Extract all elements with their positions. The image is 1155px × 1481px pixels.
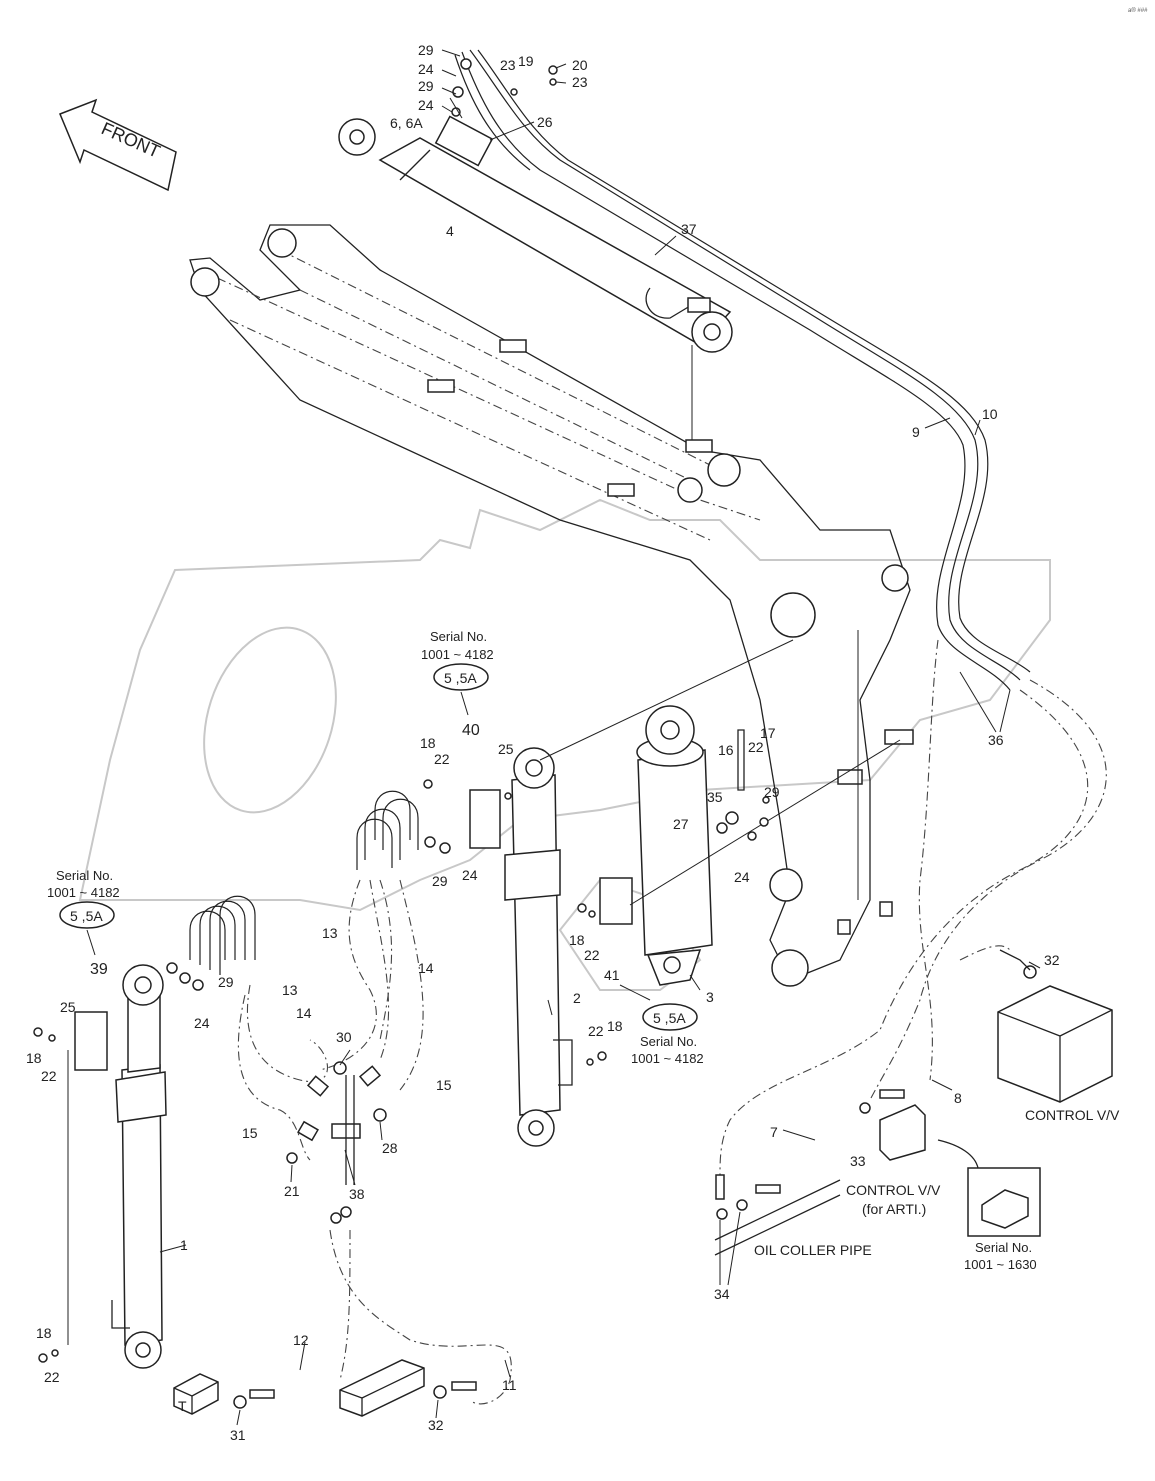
part-label: 29: [764, 784, 780, 800]
part-label: 6, 6A: [390, 115, 423, 131]
part-label: 24: [418, 61, 434, 77]
part-label: 14: [418, 960, 434, 976]
part-label: 15: [242, 1125, 258, 1141]
part-label: 24: [734, 869, 750, 885]
control-valve-caption: CONTROL V/V: [1025, 1107, 1120, 1123]
part-label: 2: [573, 990, 581, 1006]
serial-label: Serial No.: [640, 1034, 697, 1049]
part-label: 41: [604, 967, 620, 983]
part-label: 15: [436, 1077, 452, 1093]
valve-blocks: [173, 985, 1113, 1417]
part-label: 17: [760, 725, 776, 741]
oil-cooler-pipe-caption: OIL COLLER PIPE: [754, 1242, 872, 1258]
part-label: 21: [284, 1183, 300, 1199]
serial-range: 1001 ~ 4182: [421, 647, 494, 662]
part-label: 35: [707, 789, 723, 805]
part-label: 25: [60, 999, 76, 1015]
fittings: [33, 58, 1037, 1409]
part-label: 24: [194, 1015, 210, 1031]
part-label: 10: [982, 406, 998, 422]
part-label: 31: [230, 1427, 246, 1443]
boom-frame: [189, 224, 914, 987]
serial-label: Serial No.: [56, 868, 113, 883]
part-label: 13: [282, 982, 298, 998]
part-label: 22: [748, 739, 764, 755]
front-arrow: FRONT: [59, 98, 177, 192]
part-label: 23: [500, 57, 516, 73]
leader-lines: [159, 49, 1041, 1426]
option-code: 5 ,5A: [444, 670, 477, 686]
part-label: 18: [569, 932, 585, 948]
part-label: 29: [418, 78, 434, 94]
part-label: 18: [420, 735, 436, 751]
part-labels: 29 24 29 24 23 19 20 23 6, 6A 26 4 37 9 …: [26, 42, 1060, 1443]
part-label: 25: [498, 741, 514, 757]
part-label: 1: [180, 1237, 188, 1253]
control-valve-arti-caption: CONTROL V/V: [846, 1182, 941, 1198]
part-label: 28: [382, 1140, 398, 1156]
upper-hoses: [454, 49, 1031, 691]
serial-label: Serial No.: [430, 629, 487, 644]
serial-range: 1001 ~ 1630: [964, 1257, 1037, 1272]
part-label: 13: [322, 925, 338, 941]
part-label: 22: [41, 1068, 57, 1084]
serial-callouts: Serial No. 1001 ~ 4182 5 ,5A Serial No. …: [47, 629, 1037, 1272]
part-label: 22: [584, 947, 600, 963]
part-label: 26: [537, 114, 553, 130]
option-ellipses: [59, 663, 698, 1031]
center-hoses: [319, 790, 512, 1405]
part-label: 40: [462, 722, 480, 739]
part-label: 23: [572, 74, 588, 90]
part-label: 14: [296, 1005, 312, 1021]
part-label: 24: [418, 97, 434, 113]
part-label: 18: [26, 1050, 42, 1066]
lower-right-hoses: [719, 639, 1107, 1176]
part-label: 38: [349, 1186, 365, 1202]
part-label: 29: [218, 974, 234, 990]
part-label: 29: [432, 873, 448, 889]
part-label: 19: [518, 53, 534, 69]
part-label: 18: [36, 1325, 52, 1341]
part-label: 3: [706, 989, 714, 1005]
upper-cylinder: [338, 115, 733, 440]
part-label: 27: [673, 816, 689, 832]
part-label: 18: [607, 1018, 623, 1034]
serial-label: Serial No.: [975, 1240, 1032, 1255]
part-label: 12: [293, 1332, 309, 1348]
serial-range: 1001 ~ 4182: [631, 1051, 704, 1066]
part-label: 34: [714, 1286, 730, 1302]
part-label: 9: [912, 424, 920, 440]
part-label: 33: [850, 1153, 866, 1169]
part-label: 37: [681, 221, 697, 237]
center-cylinders: [469, 639, 901, 1147]
part-label: 32: [428, 1417, 444, 1433]
part-label: 4: [446, 223, 454, 239]
part-label: 29: [418, 42, 434, 58]
corner-mark: a® ###: [1128, 7, 1148, 14]
part-label: 24: [462, 867, 478, 883]
tank-mark: T: [178, 1398, 187, 1414]
control-valve-arti-caption-2: (for ARTI.): [862, 1201, 926, 1217]
captions: CONTROL V/V CONTROL V/V (for ARTI.) OIL …: [178, 1107, 1120, 1414]
part-label: 39: [90, 961, 108, 978]
part-label: 22: [434, 751, 450, 767]
part-label: 11: [502, 1377, 517, 1393]
part-label: 8: [954, 1090, 962, 1106]
part-label: 22: [44, 1369, 60, 1385]
part-label: 36: [988, 732, 1004, 748]
part-label: 20: [572, 57, 588, 73]
part-label: 32: [1044, 952, 1060, 968]
part-label: 30: [336, 1029, 352, 1045]
serial-range: 1001 ~ 4182: [47, 885, 120, 900]
part-label: 7: [770, 1124, 778, 1140]
part-label: 22: [588, 1023, 604, 1039]
left-cylinder: [67, 895, 328, 1369]
option-code: 5 ,5A: [70, 908, 103, 924]
option-code: 5 ,5A: [653, 1010, 686, 1026]
part-label: 16: [718, 742, 734, 758]
